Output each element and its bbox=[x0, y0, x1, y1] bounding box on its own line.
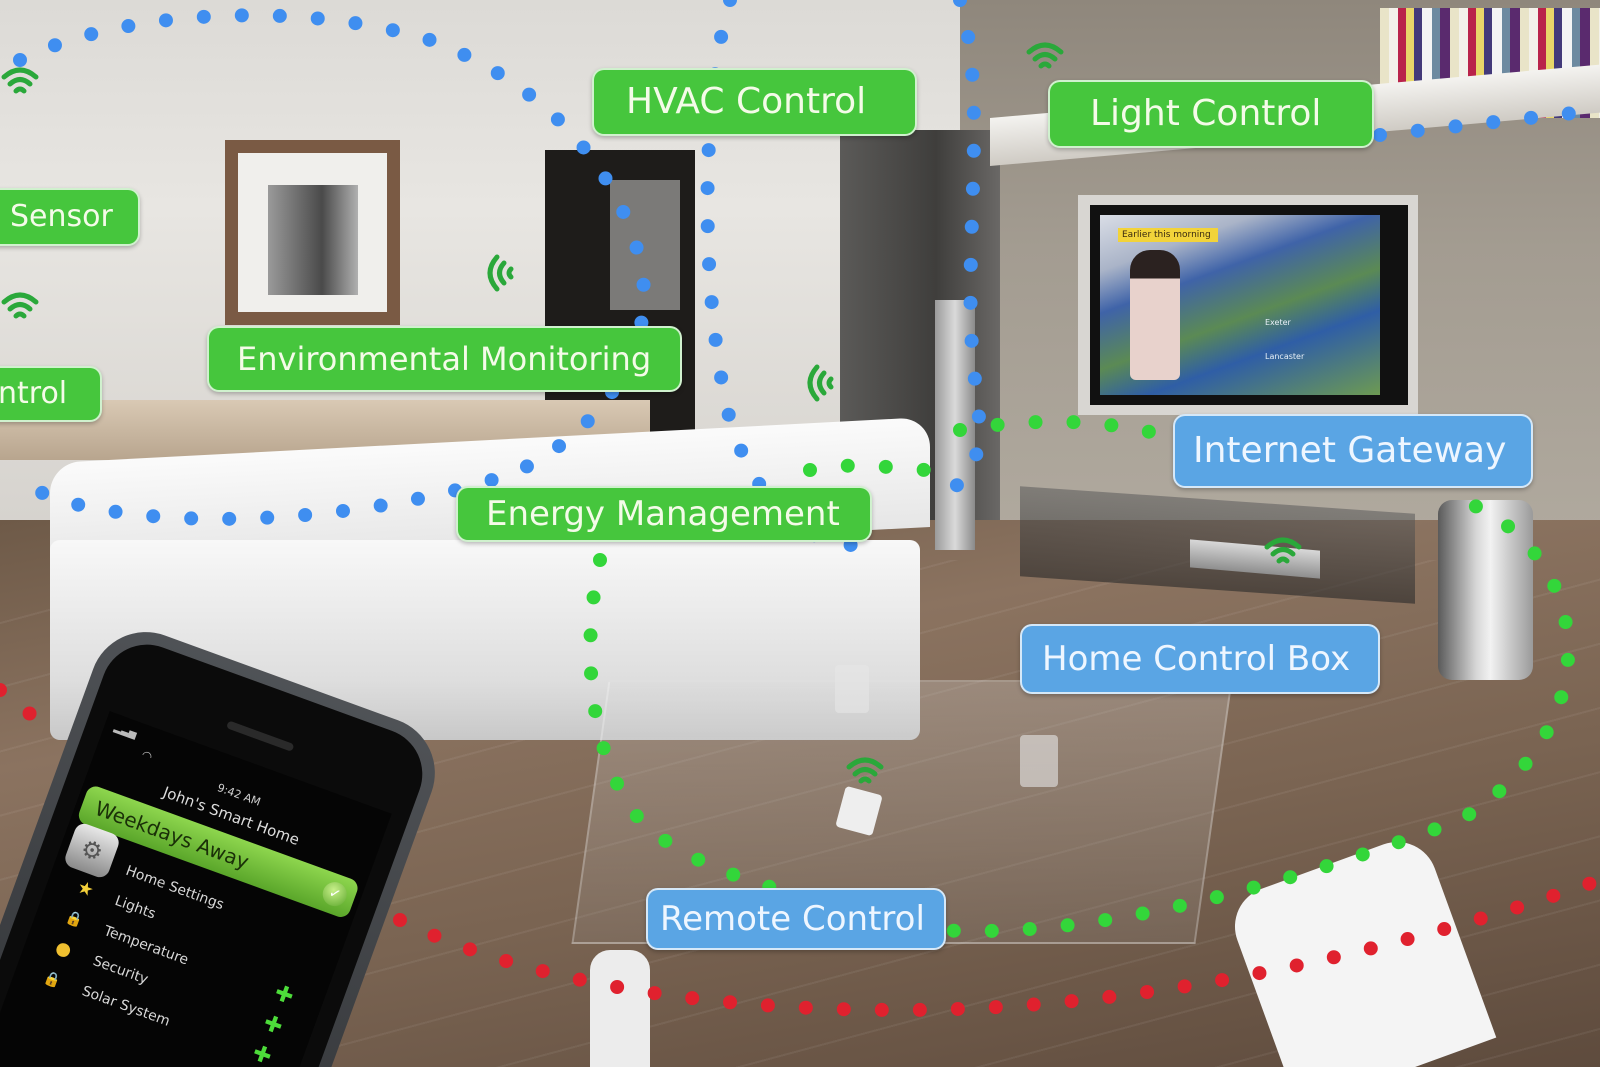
wifi-icon bbox=[485, 253, 515, 293]
callout-label: ntrol bbox=[0, 376, 68, 411]
picture-artwork bbox=[268, 185, 358, 295]
add-icon[interactable]: ✚ bbox=[259, 1010, 286, 1041]
callout-hvac-control: HVAC Control bbox=[592, 68, 917, 136]
candle-holder bbox=[835, 665, 869, 713]
green-network-path bbox=[583, 493, 1576, 939]
callout-remote-control: Remote Control bbox=[646, 888, 946, 950]
callout-label: Environmental Monitoring bbox=[237, 340, 652, 378]
red-network-path bbox=[393, 873, 1600, 1018]
blue-network-path bbox=[933, 0, 986, 493]
tv-presenter bbox=[1130, 250, 1180, 380]
wifi-icon bbox=[1263, 535, 1303, 565]
tv-banner: Earlier this morning bbox=[1118, 228, 1218, 242]
tv-city-label: Lancaster bbox=[1265, 352, 1305, 361]
red-network-path bbox=[0, 683, 52, 737]
callout-control: ntrol bbox=[0, 366, 102, 422]
callout-sensor: Sensor bbox=[0, 188, 140, 246]
wifi-icon bbox=[0, 290, 40, 320]
blue-network-path bbox=[1373, 103, 1600, 142]
lock-icon: 🔒 bbox=[63, 909, 86, 931]
check-icon: ✓ bbox=[319, 878, 351, 910]
wifi-icon bbox=[845, 755, 885, 785]
green-network-path bbox=[953, 414, 1187, 447]
callout-label: Light Control bbox=[1090, 93, 1322, 134]
callout-label: Remote Control bbox=[660, 899, 925, 939]
lock-icon: 🔒 bbox=[41, 969, 64, 991]
callout-environmental-monitoring: Environmental Monitoring bbox=[207, 326, 682, 392]
blue-network-path bbox=[3, 8, 651, 526]
callout-light-control: Light Control bbox=[1048, 80, 1374, 148]
add-icon[interactable]: ✚ bbox=[249, 1040, 275, 1067]
sun-icon: ● bbox=[52, 936, 75, 962]
callout-internet-gateway: Internet Gateway bbox=[1173, 414, 1533, 488]
callout-label: Energy Management bbox=[486, 494, 840, 534]
tv-city-label: Exeter bbox=[1265, 318, 1291, 327]
signal-icon: ▂▃▅ bbox=[112, 722, 139, 741]
callout-label: Home Control Box bbox=[1042, 639, 1351, 679]
green-network-path bbox=[803, 458, 937, 477]
wifi-icon bbox=[805, 363, 835, 403]
wifi-icon bbox=[1025, 40, 1065, 70]
white-chair bbox=[590, 950, 650, 1067]
wifi-icon bbox=[0, 65, 40, 95]
callout-label: Sensor bbox=[10, 199, 113, 234]
callout-label: HVAC Control bbox=[626, 81, 867, 122]
candle-holder bbox=[1020, 735, 1058, 787]
callout-home-control-box: Home Control Box bbox=[1020, 624, 1380, 694]
callout-energy-management: Energy Management bbox=[456, 486, 872, 542]
internet-gateway-device bbox=[1438, 500, 1533, 680]
callout-label: Internet Gateway bbox=[1193, 430, 1507, 471]
star-icon: ★ bbox=[74, 876, 97, 902]
add-icon[interactable]: ✚ bbox=[270, 980, 297, 1011]
